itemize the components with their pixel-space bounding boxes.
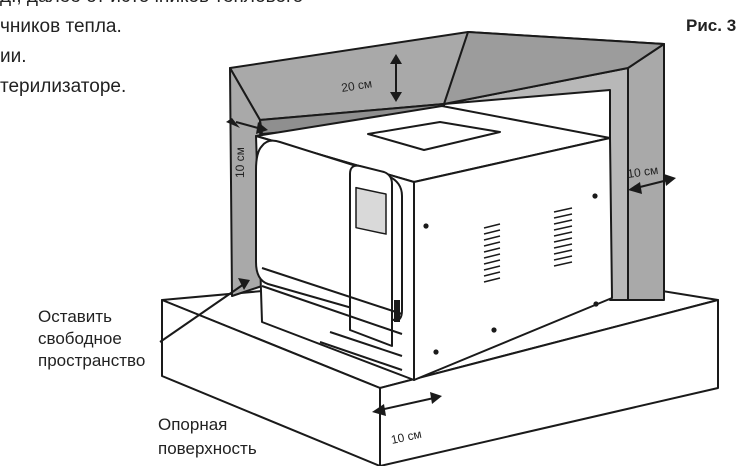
clearance-top-label: 20 см xyxy=(340,76,373,95)
callout-support-surface-line-1: Опорная xyxy=(158,415,228,434)
vent-grille-right xyxy=(553,207,573,267)
clearance-walls xyxy=(229,31,665,301)
vent-grille-left xyxy=(483,223,501,283)
callout-free-space-line-2: свободное xyxy=(38,329,122,348)
callout-support-surface-line-2: поверхность xyxy=(158,439,257,458)
figure-label: Рис. 3 xyxy=(686,16,737,35)
intro-text-cropped-line: д., далее от источников теплового xyxy=(0,0,303,12)
callout-free-space-line-3: пространство xyxy=(38,351,146,370)
callout-free-space-line-1: Оставить xyxy=(38,307,112,326)
dimension-arrows xyxy=(159,54,676,416)
sterilizer xyxy=(255,105,613,381)
intro-text-line-2: ии. xyxy=(0,46,27,67)
clearance-front-label: 10 см xyxy=(390,427,423,447)
clearance-right-label: 10 см xyxy=(626,163,659,181)
intro-text-line-3: терилизаторе. xyxy=(0,76,127,97)
screws xyxy=(423,193,599,355)
intro-text-line-1: чников тепла. xyxy=(0,16,122,37)
clearance-left-label: 10 см xyxy=(233,147,247,178)
